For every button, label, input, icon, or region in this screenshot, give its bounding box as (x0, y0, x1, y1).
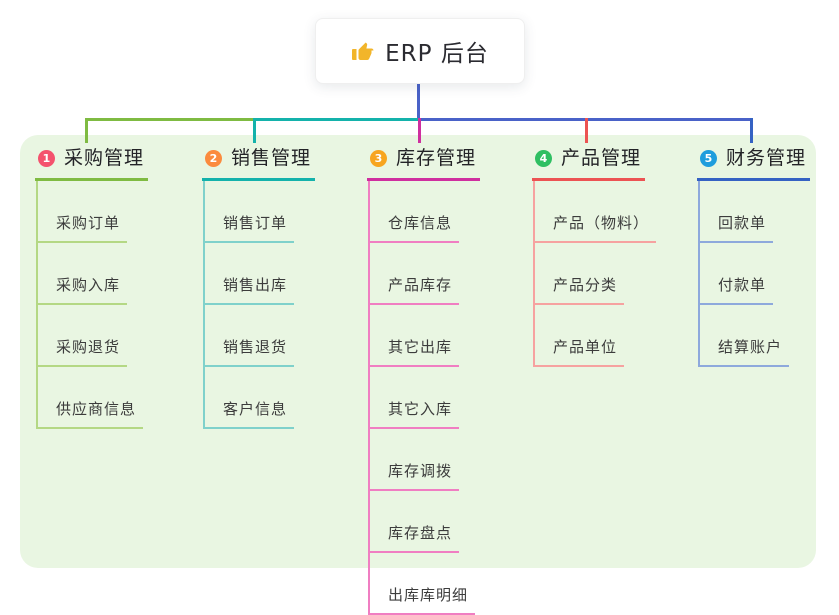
child-label: 仓库信息 (388, 214, 453, 232)
branch-drop-line (418, 118, 421, 143)
root-node[interactable]: ERP 后台 (315, 18, 525, 84)
child-node[interactable]: 付款单 (698, 243, 774, 305)
branch-title: 库存管理 (396, 147, 477, 169)
child-label: 销售出库 (223, 276, 288, 294)
mindmap-canvas: ERP 后台 1 采购管理 采购订单采购入库采购退货供应商信息 2 销售管理 销… (20, 18, 816, 615)
branch-title: 销售管理 (231, 147, 312, 169)
child-label: 采购退货 (56, 338, 121, 356)
child-node[interactable]: 库存调拨 (368, 429, 460, 491)
branch-drop-line (585, 118, 588, 143)
child-node[interactable]: 结算账户 (698, 305, 790, 367)
branch-number-badge: 4 (535, 149, 552, 167)
child-label: 产品库存 (388, 276, 453, 294)
child-label: 采购订单 (56, 214, 121, 232)
child-node[interactable]: 回款单 (698, 181, 774, 243)
bus-line-segment (85, 118, 254, 121)
child-label: 库存盘点 (388, 524, 453, 542)
child-node[interactable]: 销售订单 (203, 181, 295, 243)
child-label: 结算账户 (718, 338, 783, 356)
branch-drop-line (85, 118, 88, 143)
branch-number-badge: 2 (205, 149, 222, 167)
child-node[interactable]: 产品（物料） (533, 181, 657, 243)
child-label: 产品分类 (553, 276, 618, 294)
child-label: 采购入库 (56, 276, 121, 294)
child-node[interactable]: 采购入库 (36, 243, 128, 305)
branch-spine-line (368, 181, 370, 615)
child-node[interactable]: 产品库存 (368, 243, 460, 305)
branch-title: 产品管理 (561, 147, 642, 169)
branch-children: 销售订单销售出库销售退货客户信息 (203, 181, 315, 429)
branch-header[interactable]: 5 财务管理 (697, 145, 810, 181)
child-node[interactable]: 仓库信息 (368, 181, 460, 243)
branch: 4 产品管理 产品（物料） 产品分类产品单位 (532, 145, 657, 367)
branch-header[interactable]: 3 库存管理 (367, 145, 480, 181)
branch: 5 财务管理 回款单付款单结算账户 (697, 145, 810, 367)
child-label: 客户信息 (223, 400, 288, 418)
branch-children: 采购订单采购入库采购退货供应商信息 (36, 181, 148, 429)
child-label: 付款单 (718, 276, 767, 294)
child-label: 销售退货 (223, 338, 288, 356)
branch-spine-line (203, 181, 205, 429)
branch-number-badge: 3 (370, 149, 387, 167)
branch-header[interactable]: 1 采购管理 (35, 145, 148, 181)
child-label: 其它出库 (388, 338, 453, 356)
branch-spine-line (36, 181, 38, 429)
branch-drop-line (750, 118, 753, 143)
branch: 2 销售管理 销售订单销售出库销售退货客户信息 (202, 145, 315, 429)
branch-header[interactable]: 2 销售管理 (202, 145, 315, 181)
branch-title: 财务管理 (726, 147, 807, 169)
child-node[interactable]: 采购订单 (36, 181, 128, 243)
branch-spine-line (533, 181, 535, 367)
branches-panel (20, 135, 816, 568)
branch-children: 产品（物料） 产品分类产品单位 (533, 181, 657, 367)
child-label: 销售订单 (223, 214, 288, 232)
child-label: 其它入库 (388, 400, 453, 418)
child-label: 产品单位 (553, 338, 618, 356)
branch: 3 库存管理 仓库信息产品库存其它出库其它入库库存调拨库存盘点出库库明细 (367, 145, 480, 615)
child-label: 出库库明细 (388, 586, 469, 604)
branch-number-badge: 1 (38, 149, 55, 167)
child-label: 回款单 (718, 214, 767, 232)
bus-line-segment (253, 118, 419, 121)
root-trunk-line (417, 82, 420, 121)
child-label: 产品（物料） (553, 214, 650, 232)
child-node[interactable]: 客户信息 (203, 367, 295, 429)
child-node[interactable]: 库存盘点 (368, 491, 460, 553)
child-label: 供应商信息 (56, 400, 137, 418)
branch-header[interactable]: 4 产品管理 (532, 145, 645, 181)
branch-children: 仓库信息产品库存其它出库其它入库库存调拨库存盘点出库库明细 (368, 181, 480, 615)
branch-children: 回款单付款单结算账户 (698, 181, 810, 367)
branch: 1 采购管理 采购订单采购入库采购退货供应商信息 (35, 145, 148, 429)
child-node[interactable]: 销售出库 (203, 243, 295, 305)
child-node[interactable]: 采购退货 (36, 305, 128, 367)
branch-drop-line (253, 118, 256, 143)
root-label: ERP 后台 (385, 41, 489, 67)
child-node[interactable]: 销售退货 (203, 305, 295, 367)
child-node[interactable]: 供应商信息 (36, 367, 144, 429)
branch-spine-line (698, 181, 700, 367)
child-label: 库存调拨 (388, 462, 453, 480)
child-node[interactable]: 其它出库 (368, 305, 460, 367)
child-node[interactable]: 产品单位 (533, 305, 625, 367)
child-node[interactable]: 出库库明细 (368, 553, 476, 615)
thumbs-up-icon (351, 39, 375, 63)
branch-number-badge: 5 (700, 149, 717, 167)
branch-title: 采购管理 (64, 147, 145, 169)
child-node[interactable]: 产品分类 (533, 243, 625, 305)
child-node[interactable]: 其它入库 (368, 367, 460, 429)
